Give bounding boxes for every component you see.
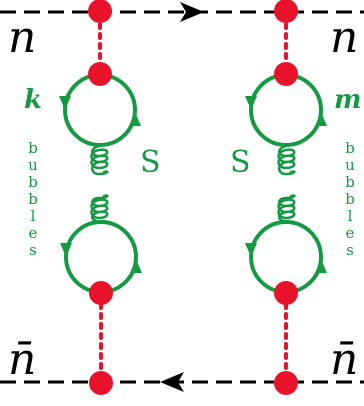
vertical-word-left-letter: e [29, 224, 38, 242]
loop-arrow-bl-left [60, 243, 72, 257]
loop-arrow-tr-right [315, 112, 327, 126]
loop-arrow-tr-left [245, 96, 257, 110]
vertical-word-left-letter: l [31, 207, 36, 225]
curl-top-right [277, 144, 296, 176]
vertical-word-right-letter: e [346, 224, 355, 242]
loop-arrow-tl-left [59, 96, 71, 110]
label-bottom-left: n̄ [8, 334, 36, 385]
label-s-left: S [140, 145, 161, 180]
vertical-word-right-letter: b [345, 190, 355, 208]
top-arrow [180, 2, 204, 22]
vertical-word-right-letter: b [345, 139, 355, 157]
vertex-bottom-right-loop [274, 281, 298, 305]
label-s-right: S [230, 145, 251, 180]
loops [63, 73, 323, 294]
vertical-word-right-letter: b [345, 173, 355, 191]
vertical-word-left-letter: u [28, 156, 38, 174]
vertical-word-right-letter: s [346, 241, 354, 259]
vertex-bottom-right-line [274, 371, 298, 395]
vertical-word-left-letter: b [28, 139, 38, 157]
vertex-top-left-loop [88, 62, 112, 86]
top-fermion-line [0, 2, 364, 22]
vertical-word-left-letter: b [28, 173, 38, 191]
vertex-top-left-line [88, 0, 112, 23]
vertical-word-left-letter: b [28, 190, 38, 208]
vertices [88, 0, 298, 395]
vertex-bottom-left-loop [89, 281, 113, 305]
label-index-left: k [24, 85, 42, 115]
vertex-top-right-loop [274, 62, 298, 86]
vertical-word-right-letter: u [345, 156, 355, 174]
vertex-bottom-left-line [89, 371, 113, 395]
label-bottom-right: n̄ [330, 334, 358, 385]
vertical-word-left-letter: s [29, 241, 37, 259]
loop-arrow-br-left [245, 243, 257, 257]
loop-arrows [59, 96, 327, 273]
curl-top-left [90, 144, 109, 176]
loop-arrow-tl-right [129, 112, 141, 126]
vertical-word-right-letter: l [348, 207, 353, 225]
curls [90, 144, 296, 224]
curl-bottom-right [277, 194, 296, 224]
loop-arrow-br-right [315, 259, 327, 273]
label-index-right: m [334, 85, 362, 115]
bottom-arrow [160, 372, 184, 392]
curl-bottom-left [90, 194, 109, 224]
vertex-top-right-line [274, 0, 298, 23]
dotted-connectors [98, 12, 288, 382]
loop-arrow-bl-right [130, 259, 142, 273]
label-top-left: n [8, 12, 36, 63]
label-top-right: n [330, 12, 358, 63]
bottom-fermion-line [0, 372, 364, 392]
